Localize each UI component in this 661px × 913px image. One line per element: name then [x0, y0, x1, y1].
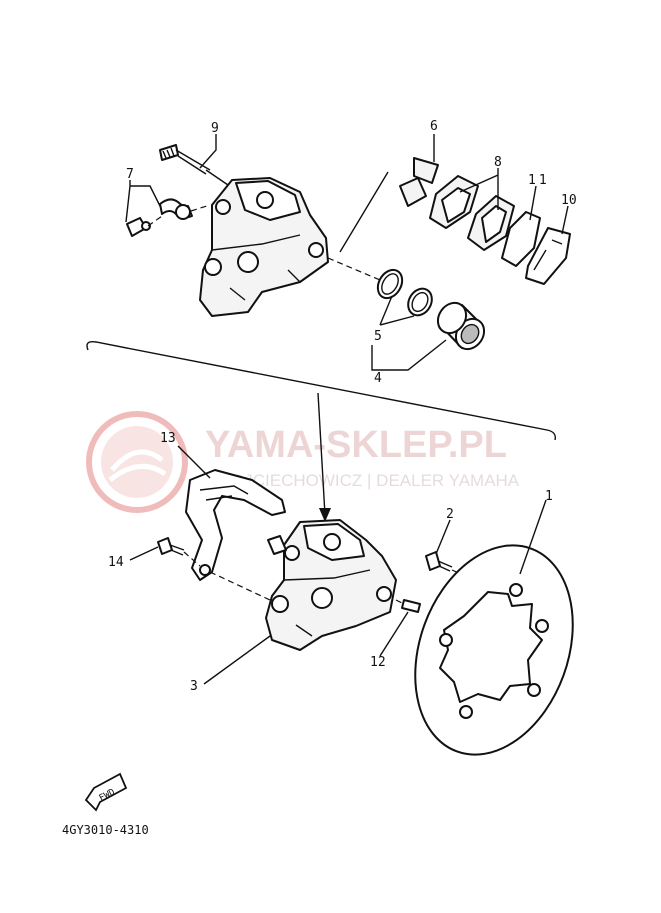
callout-12: 12: [370, 655, 386, 670]
fwd-arrow-icon: FWD: [84, 772, 128, 812]
part-14-bolt: [157, 537, 201, 567]
lower-axis-line: [209, 571, 271, 601]
callout-7: 7: [126, 167, 134, 182]
leader-2: [435, 519, 451, 555]
part-4-piston: [436, 301, 486, 351]
part-1-brake-disc: [414, 544, 574, 756]
part-7-bleed-nipple: [126, 198, 211, 237]
watermark-brand: YAMA-SKLEP.PL: [205, 424, 507, 466]
part-12-pin: [395, 599, 421, 613]
callout-13: 13: [160, 431, 176, 446]
upper-axis-line: [327, 257, 381, 281]
watermark-logo-icon: [86, 411, 188, 513]
callout-11: 11: [528, 173, 550, 188]
bracket-arrow-line: [317, 392, 326, 516]
callout-8: 8: [494, 155, 502, 170]
callout-6: 6: [430, 119, 438, 134]
part-5-seals: [376, 268, 433, 317]
leader-3: [203, 635, 271, 685]
callout-10: 10: [561, 193, 577, 208]
part-9-pin: [159, 144, 229, 186]
leader-4: [371, 339, 447, 371]
leader-8: [459, 168, 499, 210]
bracket-arrowhead: [319, 508, 331, 522]
group-bracket-line: [86, 340, 557, 441]
callout-4: 4: [374, 371, 382, 386]
watermark: YAMA-SKLEP.PL WOJCIECHOWICZ | DEALER YAM…: [86, 411, 520, 513]
lower-caliper-body: [265, 519, 397, 651]
part-10-pad-plate: [525, 227, 571, 285]
callout-3: 3: [190, 679, 198, 694]
leader-12: [379, 611, 409, 657]
upper-caliper-body: [199, 177, 329, 317]
leader-group-6-8: [339, 171, 389, 253]
leader-5: [379, 295, 415, 326]
leader-9: [199, 134, 217, 169]
leader-7: [125, 180, 161, 223]
callout-14: 14: [108, 555, 124, 570]
part-13-bracket: [185, 469, 286, 581]
leader-10: [561, 205, 569, 235]
part-11-shim: [501, 211, 541, 267]
callout-9: 9: [211, 121, 219, 136]
leader-11: [529, 185, 537, 221]
leader-13: [177, 445, 211, 479]
leader-1: [519, 499, 547, 575]
diagram-code: 4GY3010-4310: [62, 823, 149, 837]
part-6-pad-spring: [399, 157, 439, 207]
callout-5: 5: [374, 329, 382, 344]
watermark-tagline: WOJCIECHOWICZ | DEALER YAMAHA: [215, 471, 520, 490]
callout-1: 1: [545, 489, 553, 504]
leader-14: [129, 546, 159, 561]
callout-2: 2: [446, 507, 454, 522]
